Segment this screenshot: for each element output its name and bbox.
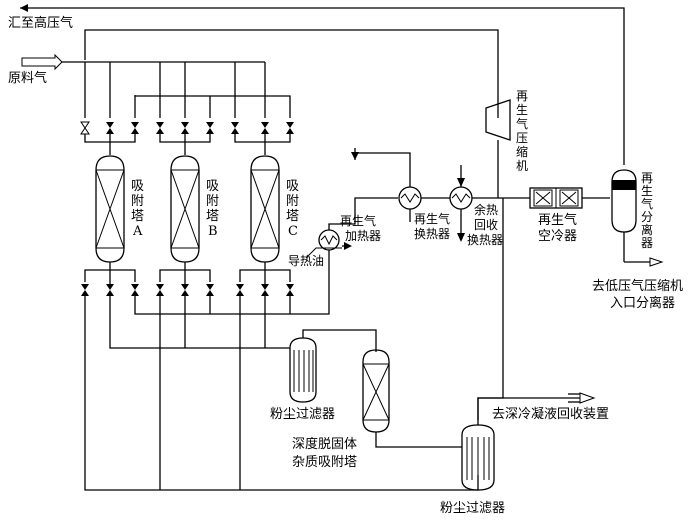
to-lp-label-2: 入口分离器: [610, 295, 675, 311]
tower-b-label-2: 附: [206, 194, 219, 209]
air-cooler: [529, 187, 583, 209]
dust-filter-1-label: 粉尘过滤器: [270, 407, 335, 422]
regen-heater-label-2: 加热器: [345, 229, 381, 243]
regen-heat-exchanger: [398, 186, 422, 210]
air-cooler-label-2: 空冷器: [538, 229, 577, 244]
compressor-icon: [485, 99, 511, 141]
compressor-label-3: 气: [516, 116, 528, 131]
waste-hx-label-2: 回收: [474, 218, 498, 232]
tower-b: [170, 155, 200, 263]
tower-b-label-3: 塔: [206, 209, 219, 224]
tower-c-label-3: 塔: [286, 209, 299, 224]
regen-heater-label-1: 再生气: [340, 213, 376, 228]
waste-hx-label-3: 换热器: [467, 233, 503, 247]
compressor-label-2: 生: [516, 103, 528, 117]
waste-hx-label-1: 余热: [474, 202, 498, 217]
compressor-label-1: 再: [516, 89, 528, 103]
tower-c-label-2: 附: [286, 194, 299, 209]
bottom-return-line: [84, 296, 479, 491]
fan-icon: [559, 189, 579, 207]
deep-adsorber-label-1: 深度脱固体: [292, 436, 357, 452]
tower-b-label-1: 吸: [206, 179, 219, 194]
compressor-label-6: 机: [516, 159, 528, 173]
hp-gas-label: 汇至高压气: [8, 15, 73, 31]
bottom-valve-row: [81, 284, 294, 296]
deep-adsorber: [362, 349, 390, 433]
tower-a-label-1: 吸: [131, 179, 144, 194]
tower-b-label-4: B: [208, 224, 218, 239]
flow-arrow-icon: [20, 4, 28, 12]
compressor-label-5: 缩: [516, 144, 528, 159]
feed-gas-line: [21, 53, 265, 71]
dust-filter-1: [289, 337, 317, 403]
hp-gas-line: [20, 4, 625, 165]
compressor-label-4: 压: [516, 131, 528, 145]
separator: [611, 169, 637, 233]
tower-a-label-4: A: [132, 224, 143, 239]
separator-label-3: 气: [641, 196, 653, 211]
deep-adsorber-label-2: 杂质吸附塔: [292, 455, 357, 470]
separator-label-2: 生: [641, 184, 653, 198]
tower-a: [95, 155, 125, 263]
tower-a-label-3: 塔: [131, 209, 144, 224]
to-cryo-label: 去深冷凝液回收装置: [492, 406, 609, 422]
compressor-outlet-line: [84, 29, 499, 118]
to-lp-label-1: 去低压气压缩机: [592, 278, 683, 294]
tower-c: [250, 155, 280, 263]
separator-label-1: 再: [641, 171, 653, 185]
separator-label-5: 离: [641, 222, 653, 237]
dust-filter-2-label: 粉尘过滤器: [440, 501, 505, 516]
regen-hx-label-2: 换热器: [414, 227, 450, 241]
air-cooler-label-1: 再生气: [538, 212, 577, 228]
flow-arrow-icon: [21, 53, 63, 71]
separator-label-4: 分: [641, 210, 653, 224]
tower-a-label-2: 附: [131, 194, 144, 209]
dust-filter-2: [461, 424, 495, 491]
separator-label-6: 器: [641, 236, 653, 250]
fan-icon: [533, 189, 553, 207]
heat-oil-label: 导热油: [288, 254, 324, 268]
waste-heat-exchanger: [449, 186, 473, 210]
regen-hx-label-1: 再生气: [414, 211, 450, 226]
tower-c-label-1: 吸: [286, 179, 299, 194]
feed-gas-label: 原料气: [8, 70, 47, 86]
top-valve-row: [80, 121, 294, 135]
tower-c-label-4: C: [288, 224, 298, 239]
